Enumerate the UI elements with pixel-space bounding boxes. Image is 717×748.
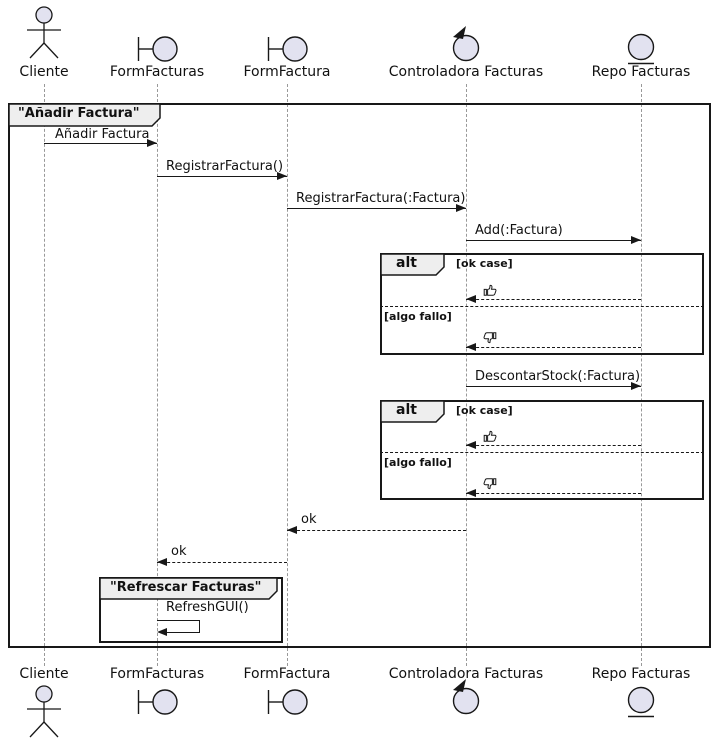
alt-operator: alt (396, 402, 417, 418)
message-ok-2: ok (171, 544, 187, 559)
return-line (466, 299, 641, 300)
control-icon (452, 679, 480, 715)
message-line (466, 386, 641, 387)
entity-icon (627, 33, 655, 65)
return-line (466, 493, 641, 494)
boundary-icon (267, 36, 308, 62)
lifeline-controladora-facturas (466, 84, 467, 666)
actor-icon (27, 6, 61, 59)
return-line (466, 347, 641, 348)
message-anadir-factura: Añadir Factura (55, 127, 150, 142)
participant-label-controladora-bottom: Controladora Facturas (388, 666, 544, 682)
message-add-factura: Add(:Factura) (475, 223, 563, 238)
alt-guard-fail: [algo fallo] (384, 456, 452, 469)
participant-label-cliente-top: Cliente (19, 64, 69, 80)
boundary-icon (137, 36, 178, 62)
arrowhead-left-icon (157, 558, 167, 566)
arrowhead-left-icon (157, 628, 167, 636)
message-line (157, 176, 287, 177)
self-message-line (162, 632, 200, 633)
arrowhead-left-icon (466, 343, 476, 351)
frame-anadir-factura (8, 103, 711, 648)
participant-label-cliente-bottom: Cliente (19, 666, 69, 682)
arrowhead-right-icon (631, 236, 641, 244)
lifeline-formfactura (287, 84, 288, 666)
arrowhead-right-icon (147, 139, 157, 147)
arrowhead-right-icon (456, 204, 466, 212)
message-line (466, 240, 641, 241)
return-line (287, 530, 466, 531)
actor-icon (27, 685, 61, 738)
lifeline-formfacturas (157, 84, 158, 666)
participant-label-formfacturas-top: FormFacturas (109, 64, 205, 80)
alt-divider (380, 452, 704, 453)
message-registrar-factura: RegistrarFactura() (166, 159, 284, 174)
participant-label-repo-bottom: Repo Facturas (591, 666, 691, 682)
arrowhead-right-icon (631, 382, 641, 390)
alt-operator-tab (380, 253, 445, 276)
return-line (157, 562, 287, 563)
message-ok-1: ok (301, 512, 317, 527)
participant-label-formfacturas-bottom: FormFacturas (109, 666, 205, 682)
frame-anadir-tab (8, 103, 161, 127)
lifeline-repo-facturas (641, 84, 642, 666)
participant-label-formfactura-top: FormFactura (243, 64, 331, 80)
boundary-icon (137, 689, 178, 715)
control-icon (452, 26, 480, 62)
arrowhead-left-icon (466, 489, 476, 497)
boundary-icon (267, 689, 308, 715)
arrowhead-left-icon (466, 295, 476, 303)
alt-guard-fail: [algo fallo] (384, 310, 452, 323)
self-message-line (157, 620, 200, 621)
thumbs-down-icon (483, 478, 497, 490)
participant-label-repo-top: Repo Facturas (591, 64, 691, 80)
message-refresh-gui: RefreshGUI() (166, 600, 249, 615)
thumbs-down-icon (483, 332, 497, 344)
message-descontar-stock: DescontarStock(:Factura) (475, 369, 641, 384)
alt-fragment-2 (380, 400, 704, 500)
alt-divider (380, 306, 704, 307)
participant-label-formfactura-bottom: FormFactura (243, 666, 331, 682)
frame-refrescar-tab (99, 577, 278, 600)
thumbs-up-icon (483, 284, 497, 296)
alt-guard-ok: [ok case] (456, 404, 513, 417)
message-registrar-factura-arg: RegistrarFactura(:Factura) (296, 191, 466, 206)
alt-operator: alt (396, 255, 417, 271)
entity-icon (627, 686, 655, 718)
alt-guard-ok: [ok case] (456, 257, 513, 270)
return-line (466, 445, 641, 446)
alt-operator-tab (380, 400, 445, 423)
frame-refrescar-title: "Refrescar Facturas" (110, 580, 262, 595)
alt-fragment-1 (380, 253, 704, 355)
arrowhead-left-icon (466, 441, 476, 449)
arrowhead-right-icon (277, 172, 287, 180)
participant-label-controladora-top: Controladora Facturas (388, 64, 544, 80)
frame-anadir-title: "Añadir Factura" (18, 106, 140, 121)
arrowhead-left-icon (287, 526, 297, 534)
lifeline-cliente (44, 84, 45, 666)
message-line (44, 143, 157, 144)
thumbs-up-icon (483, 430, 497, 442)
message-line (287, 208, 466, 209)
self-message-line (199, 620, 200, 632)
